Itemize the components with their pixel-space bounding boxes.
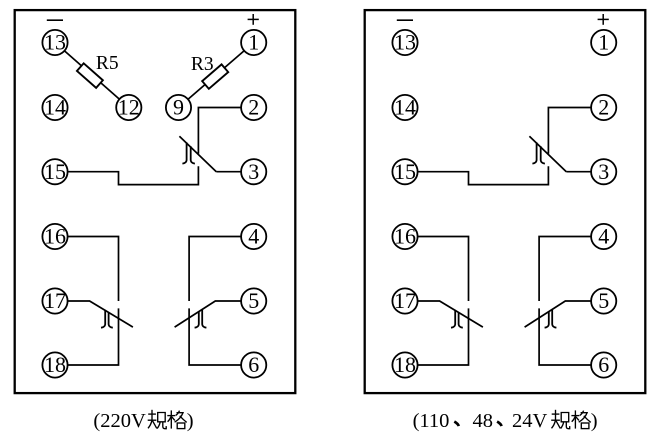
svg-text:18: 18: [44, 352, 66, 377]
svg-text:15: 15: [394, 159, 416, 184]
svg-text:1: 1: [598, 30, 609, 55]
svg-text:R5: R5: [96, 53, 119, 74]
svg-text:5: 5: [248, 288, 259, 313]
svg-text:): ): [187, 410, 194, 432]
svg-text:9: 9: [173, 95, 184, 120]
svg-text:(220V: (220V: [93, 410, 146, 432]
svg-text:4: 4: [598, 224, 609, 249]
svg-text:1: 1: [248, 30, 259, 55]
svg-text:3: 3: [248, 159, 259, 184]
svg-text:15: 15: [44, 159, 66, 184]
svg-text:13: 13: [394, 30, 416, 55]
svg-text:16: 16: [44, 224, 66, 249]
svg-text:16: 16: [394, 224, 416, 249]
svg-text:4: 4: [248, 224, 259, 249]
svg-text:14: 14: [44, 95, 66, 120]
svg-text:17: 17: [44, 288, 66, 313]
svg-text:6: 6: [248, 352, 259, 377]
svg-text:2: 2: [598, 95, 609, 120]
svg-text:): ): [591, 410, 598, 432]
svg-text:(110: (110: [413, 410, 450, 432]
svg-text:12: 12: [118, 95, 140, 120]
svg-text:5: 5: [598, 288, 609, 313]
svg-text:6: 6: [598, 352, 609, 377]
svg-text:13: 13: [44, 30, 66, 55]
svg-text:18: 18: [394, 352, 416, 377]
svg-text:14: 14: [394, 95, 416, 120]
svg-text:2: 2: [248, 95, 259, 120]
svg-text:R3: R3: [191, 54, 214, 75]
svg-text:24V: 24V: [512, 410, 548, 432]
svg-text:48: 48: [472, 410, 493, 432]
svg-text:17: 17: [394, 288, 416, 313]
svg-text:3: 3: [598, 159, 609, 184]
